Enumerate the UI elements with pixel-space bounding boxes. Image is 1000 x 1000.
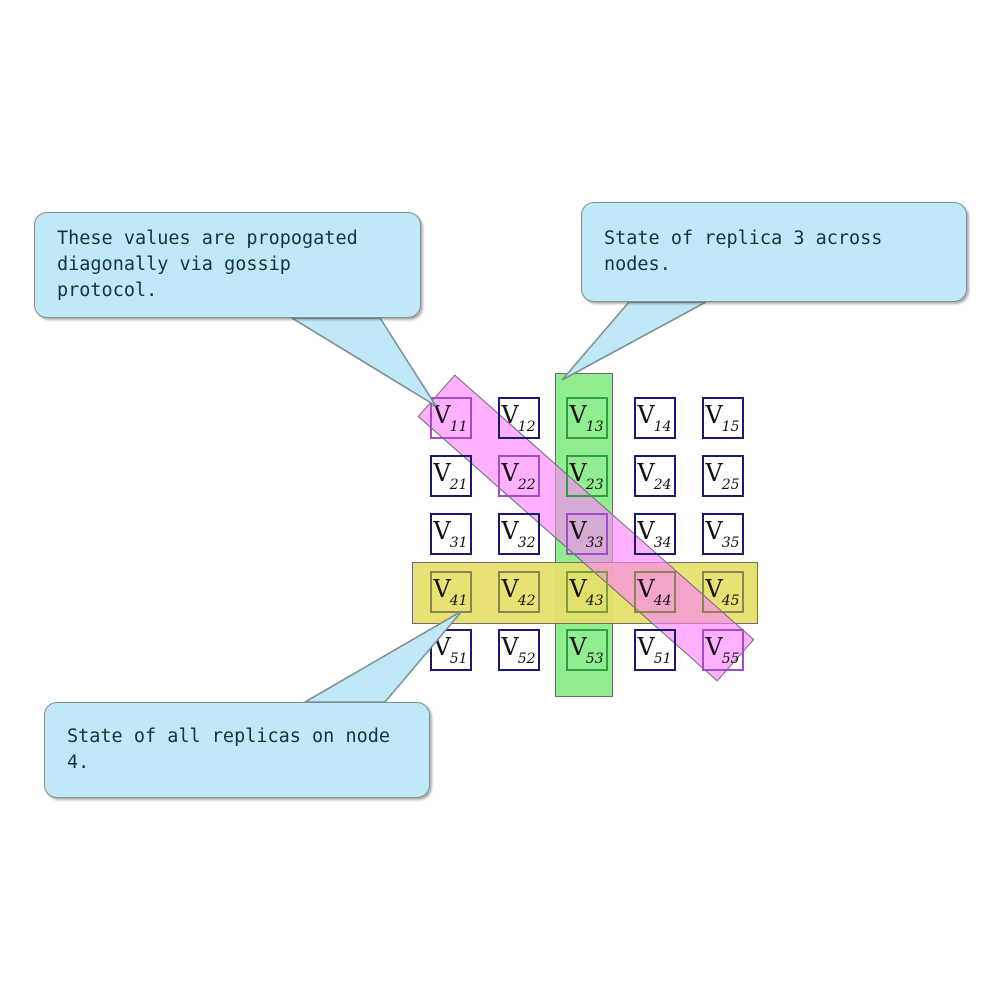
- grid-cell-subscript: 44: [653, 593, 672, 610]
- grid-cell-subscript: 31: [449, 535, 468, 552]
- grid-cell-label: V45: [705, 574, 740, 610]
- grid-cell-V14-r1c4[interactable]: V14: [634, 397, 676, 439]
- grid-cell-V43-r4c3[interactable]: V43: [566, 571, 608, 613]
- grid-cell-V55-r5c5[interactable]: V55: [702, 629, 744, 671]
- grid-cell-label: V33: [569, 516, 604, 552]
- grid-cell-V35-r3c5[interactable]: V35: [702, 513, 744, 555]
- grid-cell-subscript: 34: [653, 535, 672, 552]
- grid-cell-label: V35: [705, 516, 740, 552]
- callout-replica-text: State of replica 3 across nodes.: [604, 228, 883, 275]
- grid-cell-label: V11: [433, 400, 468, 436]
- grid-cell-subscript: 35: [721, 535, 740, 552]
- grid-cell-label: V51: [637, 632, 672, 668]
- grid-cell-label: V15: [705, 400, 740, 436]
- grid-cell-label: V53: [569, 632, 604, 668]
- grid-cell-V51-r5c4[interactable]: V51: [634, 629, 676, 671]
- grid-cell-label: V32: [501, 516, 536, 552]
- grid-cell-V15-r1c5[interactable]: V15: [702, 397, 744, 439]
- grid-cell-subscript: 13: [585, 419, 604, 436]
- grid-cell-subscript: 55: [721, 651, 740, 668]
- grid-cell-V32-r3c2[interactable]: V32: [498, 513, 540, 555]
- grid-cell-label: V12: [501, 400, 536, 436]
- grid-cell-V11-r1c1[interactable]: V11: [430, 397, 472, 439]
- grid-cell-label: V44: [637, 574, 672, 610]
- grid-cell-subscript: 12: [517, 419, 536, 436]
- grid-cell-subscript: 53: [585, 651, 604, 668]
- grid-cell-V24-r2c4[interactable]: V24: [634, 455, 676, 497]
- grid-cell-subscript: 45: [721, 593, 740, 610]
- grid-cell-label: V34: [637, 516, 672, 552]
- grid-cell-label: V22: [501, 458, 536, 494]
- grid-cell-label: V14: [637, 400, 672, 436]
- grid-cell-subscript: 43: [585, 593, 604, 610]
- grid-cell-subscript: 21: [449, 477, 468, 494]
- grid-cell-V31-r3c1[interactable]: V31: [430, 513, 472, 555]
- grid-cell-label: V24: [637, 458, 672, 494]
- grid-cell-V33-r3c3[interactable]: V33: [566, 513, 608, 555]
- grid-cell-subscript: 11: [449, 419, 468, 436]
- grid-cell-subscript: 51: [449, 651, 468, 668]
- grid-cell-subscript: 23: [585, 477, 604, 494]
- grid-cell-label: V41: [433, 574, 468, 610]
- grid-cell-label: V55: [705, 632, 740, 668]
- grid-cell-V25-r2c5[interactable]: V25: [702, 455, 744, 497]
- grid-cell-subscript: 14: [653, 419, 672, 436]
- callout-node-4: State of all replicas on node 4.: [44, 702, 430, 798]
- grid-cell-V41-r4c1[interactable]: V41: [430, 571, 472, 613]
- grid-cell-label: V31: [433, 516, 468, 552]
- grid-cell-V13-r1c3[interactable]: V13: [566, 397, 608, 439]
- callout-tail-gossip: [289, 317, 437, 407]
- grid-cell-subscript: 22: [517, 477, 536, 494]
- callout-gossip-protocol: These values are propogated diagonally v…: [34, 212, 421, 318]
- grid-cell-V22-r2c2[interactable]: V22: [498, 455, 540, 497]
- callout-node-text: State of all replicas on node 4.: [67, 726, 391, 773]
- callout-tail-replica: [561, 301, 707, 381]
- grid-cell-V44-r4c4[interactable]: V44: [634, 571, 676, 613]
- grid-cell-V23-r2c3[interactable]: V23: [566, 455, 608, 497]
- grid-cell-V45-r4c5[interactable]: V45: [702, 571, 744, 613]
- grid-cell-label: V43: [569, 574, 604, 610]
- callout-replica-3: State of replica 3 across nodes.: [581, 202, 967, 302]
- grid-cell-label: V13: [569, 400, 604, 436]
- grid-cell-V34-r3c4[interactable]: V34: [634, 513, 676, 555]
- grid-cell-label: V23: [569, 458, 604, 494]
- callout-tail-node: [302, 610, 463, 703]
- grid-cell-V52-r5c2[interactable]: V52: [498, 629, 540, 671]
- grid-cell-V12-r1c2[interactable]: V12: [498, 397, 540, 439]
- grid-cell-subscript: 25: [721, 477, 740, 494]
- grid-cell-subscript: 32: [517, 535, 536, 552]
- callout-gossip-text: These values are propogated diagonally v…: [57, 228, 358, 301]
- grid-cell-label: V52: [501, 632, 536, 668]
- grid-cell-V21-r2c1[interactable]: V21: [430, 455, 472, 497]
- grid-cell-label: V42: [501, 574, 536, 610]
- grid-cell-subscript: 24: [653, 477, 672, 494]
- grid-cell-subscript: 33: [585, 535, 604, 552]
- grid-cell-label: V25: [705, 458, 740, 494]
- grid-cell-V53-r5c3[interactable]: V53: [566, 629, 608, 671]
- grid-cell-label: V21: [433, 458, 468, 494]
- grid-cell-subscript: 51: [653, 651, 672, 668]
- grid-cell-subscript: 41: [449, 593, 468, 610]
- grid-cell-subscript: 52: [517, 651, 536, 668]
- grid-cell-subscript: 42: [517, 593, 536, 610]
- grid-cell-V42-r4c2[interactable]: V42: [498, 571, 540, 613]
- grid-cell-subscript: 15: [721, 419, 740, 436]
